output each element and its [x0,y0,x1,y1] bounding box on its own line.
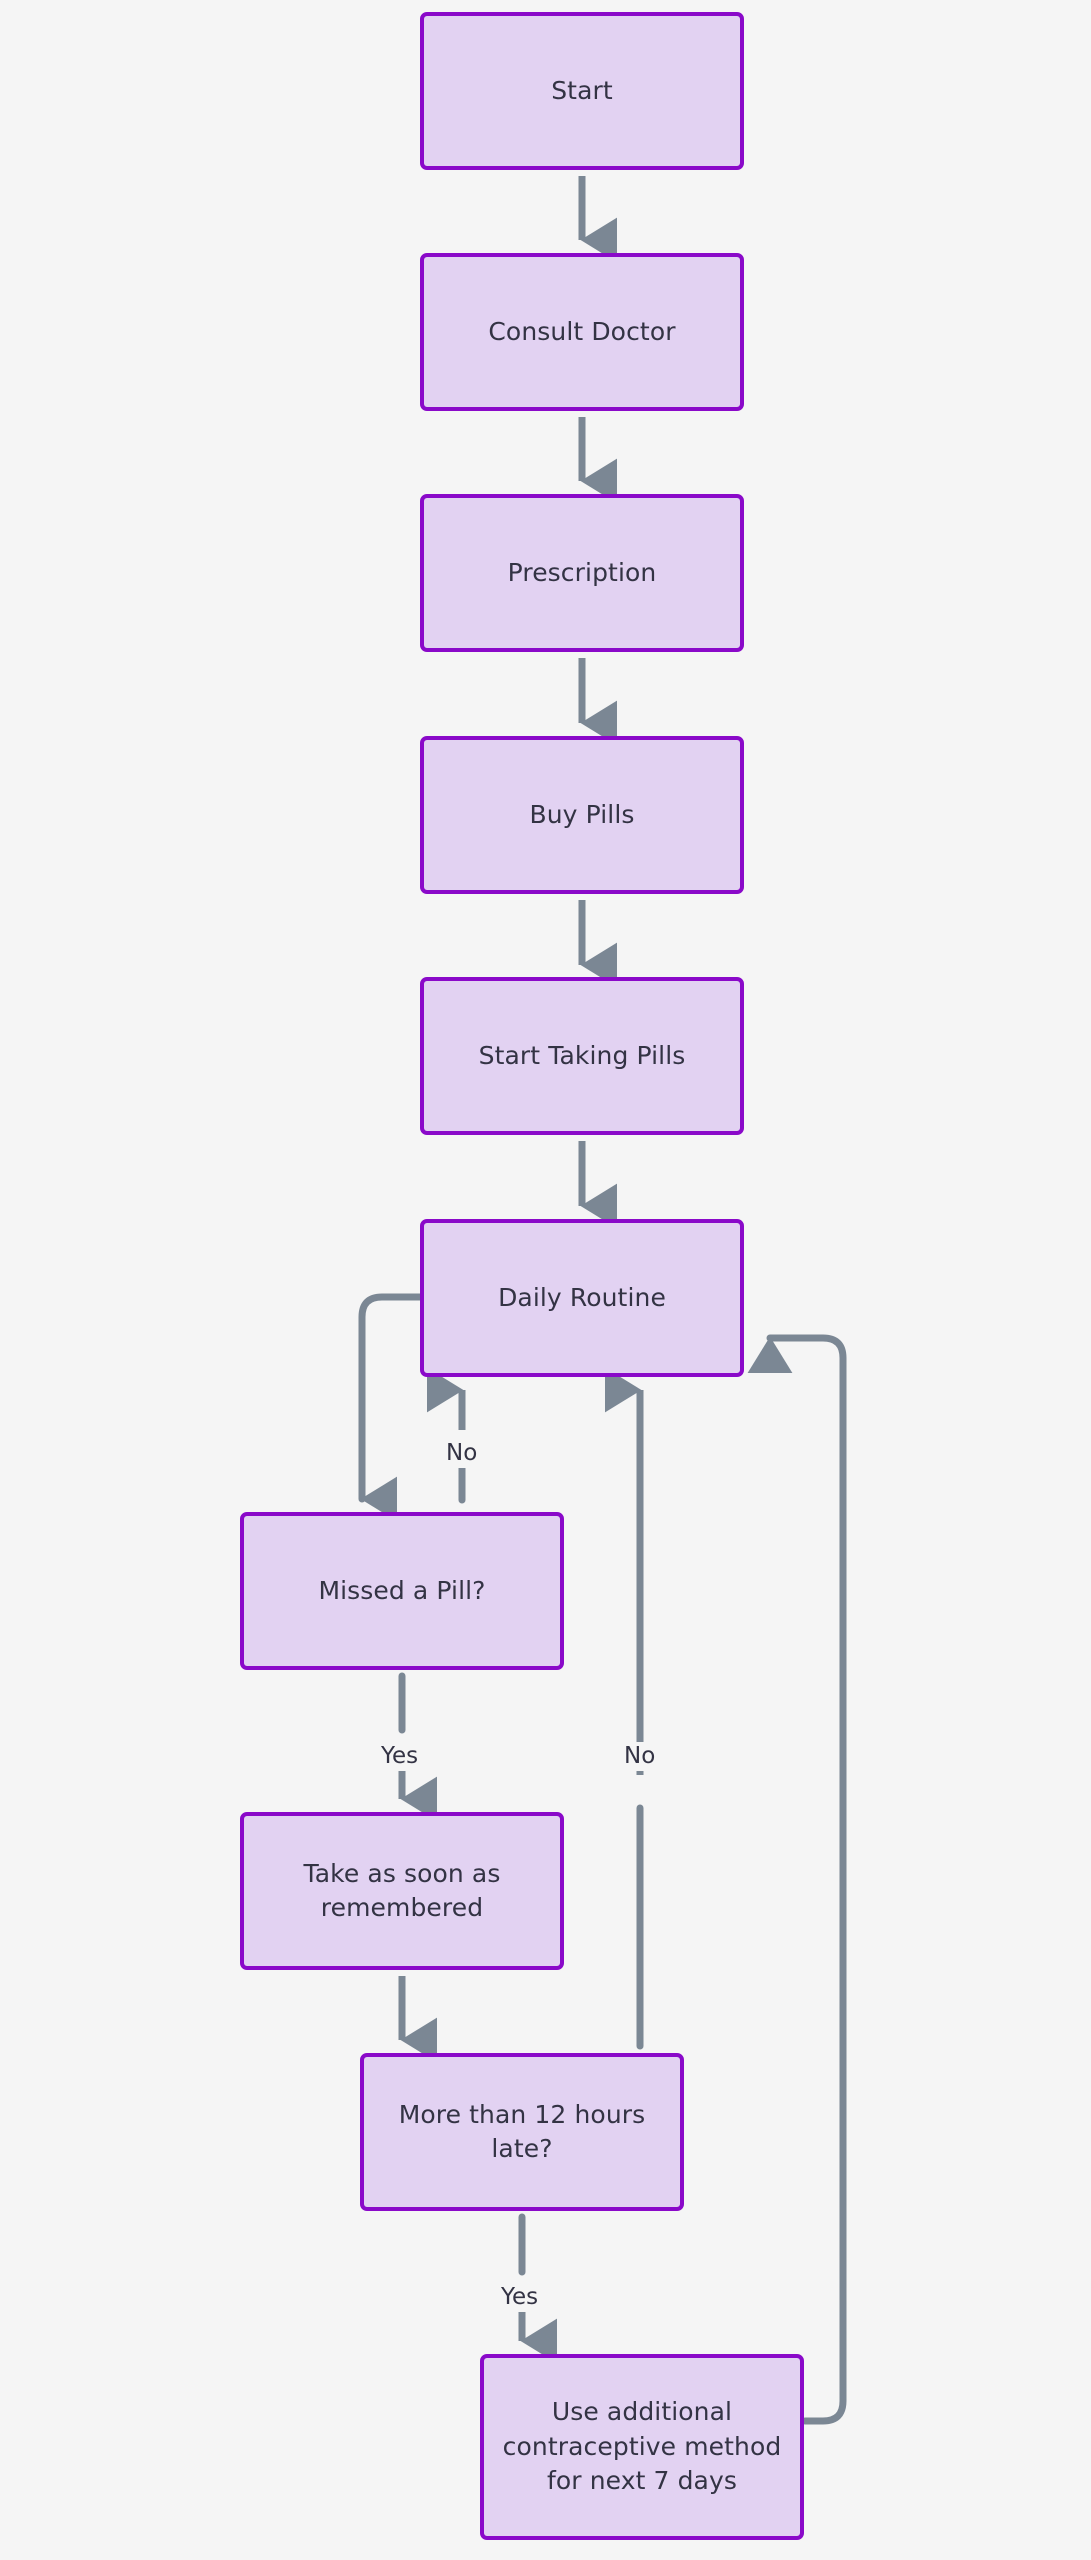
node-start-label: Start [551,75,613,105]
node-consult-doctor-label: Consult Doctor [488,316,676,346]
node-missed-a-pill[interactable]: Missed a Pill? [240,1512,564,1670]
node-consult-doctor[interactable]: Consult Doctor [420,253,744,411]
edge-label-missed-yes: Yes [376,1742,424,1771]
node-daily-routine-label: Daily Routine [498,1282,666,1312]
edge-daily-to-missed [358,1293,424,1522]
node-start[interactable]: Start [420,12,744,170]
node-daily-routine[interactable]: Daily Routine [420,1219,744,1377]
node-more-than-12-hours-late-label: More than 12 hours late? [398,2099,646,2164]
node-start-taking-pills-label: Start Taking Pills [478,1040,686,1070]
node-prescription[interactable]: Prescription [420,494,744,652]
node-take-as-soon-as-remembered[interactable]: Take as soon as remembered [240,1812,564,1970]
node-take-as-soon-as-remembered-label: Take as soon as remembered [303,1858,501,1923]
edge-label-more12-yes: Yes [496,2283,544,2312]
node-buy-pills[interactable]: Buy Pills [420,736,744,894]
node-buy-pills-label: Buy Pills [529,799,635,829]
node-more-than-12-hours-late[interactable]: More than 12 hours late? [360,2053,684,2211]
node-start-taking-pills[interactable]: Start Taking Pills [420,977,744,1135]
node-use-additional-contraceptive[interactable]: Use additional contraceptive method for … [480,2354,804,2540]
node-missed-a-pill-label: Missed a Pill? [318,1575,486,1605]
edge-label-more12-no: No [619,1742,661,1771]
node-prescription-label: Prescription [507,557,657,587]
edge-label-missed-no: No [441,1439,483,1468]
edge-additional-to-daily-loop [747,1334,847,2425]
node-use-additional-contraceptive-label: Use additional contraceptive method for … [502,2397,782,2496]
